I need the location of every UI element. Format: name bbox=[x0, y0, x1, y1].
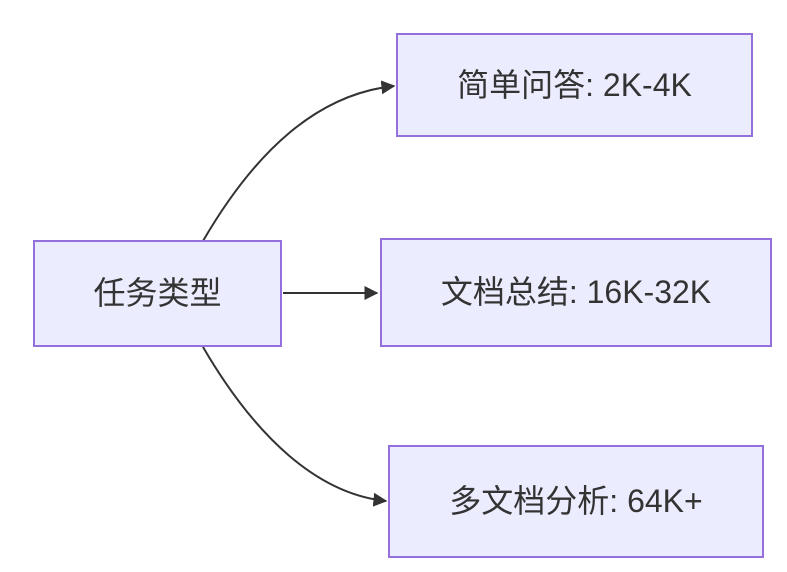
node-task-type: 任务类型 bbox=[33, 240, 282, 347]
edge-root-to-bottom bbox=[202, 346, 388, 507]
node-doc-summary: 文档总结: 16K-32K bbox=[380, 238, 772, 347]
node-simple-qa-label: 简单问答: 2K-4K bbox=[457, 66, 692, 103]
node-simple-qa: 简单问答: 2K-4K bbox=[396, 33, 753, 137]
node-doc-summary-label: 文档总结: 16K-32K bbox=[440, 274, 712, 311]
node-multi-doc-analysis: 多文档分析: 64K+ bbox=[388, 445, 764, 558]
node-task-type-label: 任务类型 bbox=[93, 275, 222, 312]
edge-root-to-top bbox=[202, 80, 396, 242]
node-multi-doc-analysis-label: 多文档分析: 64K+ bbox=[449, 483, 703, 520]
